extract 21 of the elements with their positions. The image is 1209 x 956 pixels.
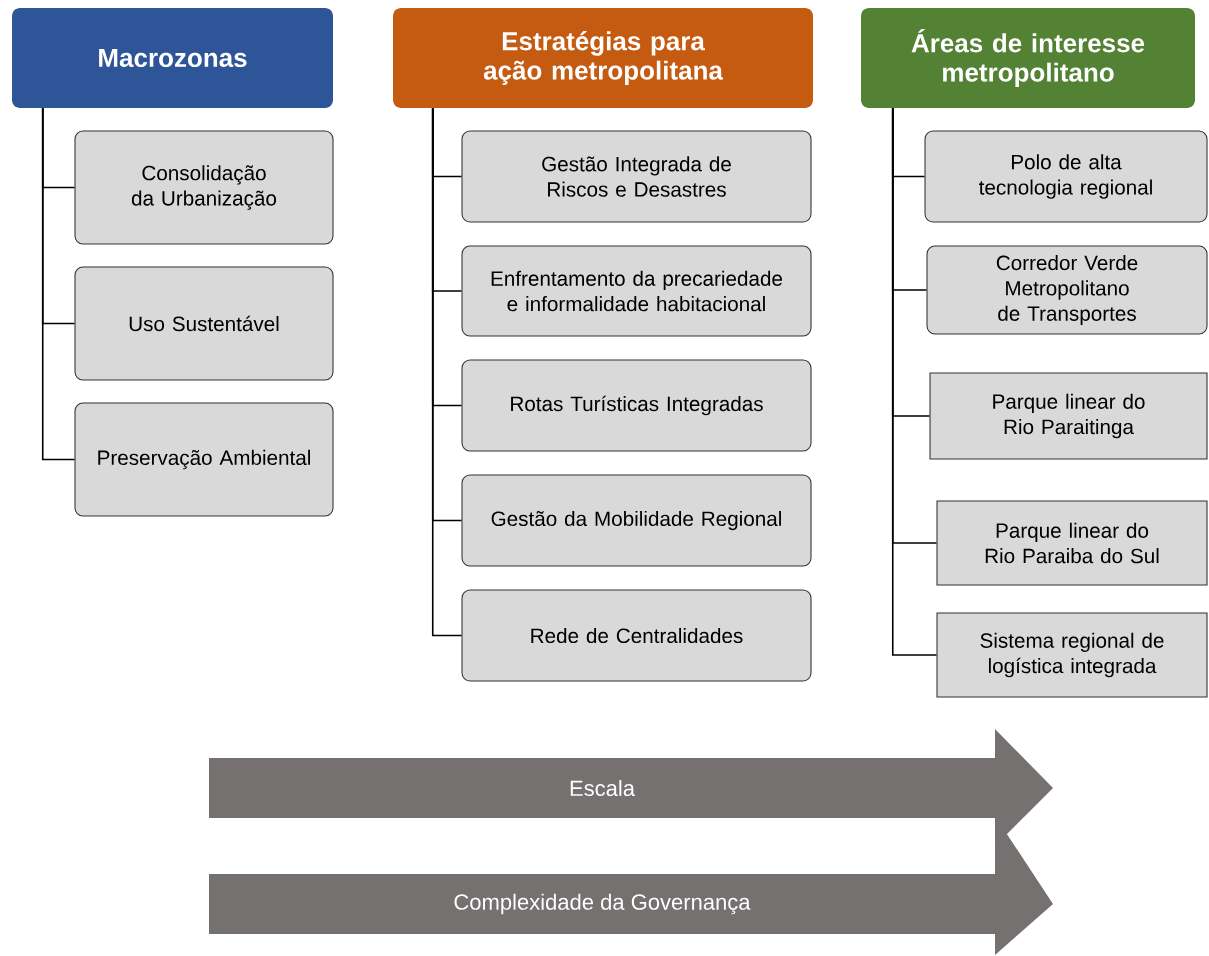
progression-band: Escala — [209, 729, 1053, 846]
item-box: Parque linear do Rio Paraiba do Sul — [936, 500, 1208, 586]
item-box: Sistema regional de logística integrada — [936, 612, 1208, 698]
item-box: Rede de Centralidades — [461, 589, 812, 682]
item-box: Preservação Ambiental — [74, 402, 334, 517]
header-box: Macrozonas — [12, 8, 333, 108]
header-box: Estratégias para ação metropolitana — [393, 8, 813, 108]
item-box: Consolidação da Urbanização — [74, 130, 334, 245]
item-box: Uso Sustentável — [74, 266, 334, 381]
item-box: Corredor Verde Metropolitano de Transportes — [926, 245, 1208, 335]
item-box: Gestão da Mobilidade Regional — [461, 474, 812, 567]
item-box: Gestão Integrada de Riscos e Desastres — [461, 130, 812, 223]
connector-line — [431, 107, 463, 637]
item-box: Rotas Turísticas Integradas — [461, 359, 812, 452]
item-box: Polo de alta tecnologia regional — [924, 130, 1208, 223]
item-box: Enfrentamento da precariedade e informalidade habitacional — [461, 245, 812, 337]
header-box: Áreas de interesse metropolitano — [861, 8, 1195, 108]
connector-line — [891, 107, 938, 656]
progression-band: Complexidade da Governança — [209, 816, 1053, 955]
connector-line — [41, 107, 76, 461]
item-box: Parque linear do Rio Paraitinga — [929, 372, 1208, 460]
